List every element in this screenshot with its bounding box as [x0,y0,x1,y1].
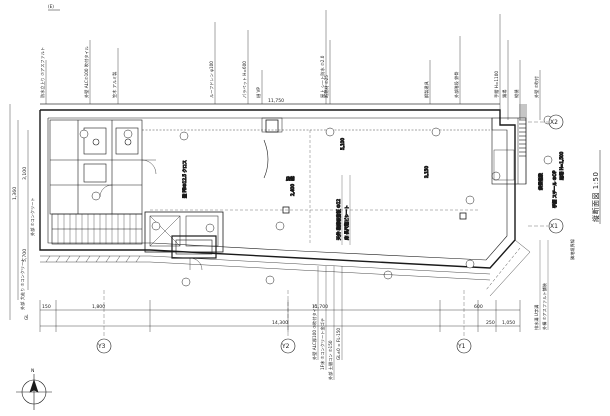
dim-1050: 1,050 [502,320,515,326]
svg-text:樋 VP: 樋 VP [255,87,262,98]
bottom-dimensions [39,300,521,332]
left-dimension-2: 3,100 [22,167,28,180]
axis-x2: X2 [528,114,564,130]
drawing-title-text: 縦断面図 1:50 [591,172,600,222]
svg-text:屋上 シート防水 ⑦2.0: 屋上 シート防水 ⑦2.0 [319,55,326,98]
top-annotations: 防水立上り ⑦アスファルト 外壁 ALC⑦100 吹付タイル 笠木 アルミ製 ル… [39,4,541,120]
svg-text:外部 ⑦コンクリート: 外部 ⑦コンクリート [29,197,36,236]
bottom-dimension-labels: 150 1,800 11,700 14,300 600 250 1,050 [42,304,515,326]
dim-11700: 11,700 [312,304,328,310]
axis-x1: X1 [528,218,564,234]
svg-text:パラペット H=600: パラペット H=600 [242,61,248,98]
svg-text:手摺 H=1100: 手摺 H=1100 [493,71,500,98]
left-annotations: 1,360 3,100 5,700 外部 ⑦コンクリート GL [9,104,36,320]
svg-text:隣地境界線: 隣地境界線 [569,238,576,260]
svg-text:GL: GL [24,314,29,320]
svg-text:(E): (E) [48,4,54,9]
axis-y2: Y2 [280,338,296,354]
right-stair: 手摺 スチール ⑦OP 踊場 H=1,500 鉄骨階段 [491,104,566,209]
dim-150: 150 [42,304,51,310]
main-room: 店舗 2,400 3,150 5,100 天井 岩綿吸音板 ⑦12 床 長尺塩ビ… [142,117,490,245]
north-arrow: N [16,368,52,410]
svg-text:踊場: 踊場 [501,89,508,98]
north-label: N [31,368,34,374]
svg-text:外部 犬走り ⑦コンクリート: 外部 犬走り ⑦コンクリート [19,258,26,310]
elevator-shaft [144,211,224,271]
room-label: 店舗 [286,175,294,182]
svg-text:X2: X2 [550,119,558,126]
svg-text:踊場 H=1,500: 踊場 H=1,500 [558,151,565,180]
svg-text:Y3: Y3 [97,343,106,350]
bottom-note-3: 外部 土間コン ⑦150 [327,340,334,380]
right-annotations: 排水溝 U字溝 外構 ⑦アスファルト舗装 隣地境界線 [533,238,576,330]
bottom-annotations: 外壁 ALC厚100 ⑦吹付タイル 1F床 ⑦コンクリート金ゴテ 外部 土間コン… [19,258,343,380]
dim-600: 600 [474,304,483,310]
axis-y1: Y1 [456,338,472,354]
svg-text:鋼製建具: 鋼製建具 [423,80,430,98]
drawing-title: 縦断面図 1:50 [591,150,601,224]
svg-text:笠木 アルミ製: 笠木 アルミ製 [111,72,118,98]
interior-dim-2: 3,150 [424,166,429,178]
dim-250: 250 [486,320,495,326]
dim-1800: 1,800 [92,304,105,310]
svg-text:外部階段 鉄骨: 外部階段 鉄骨 [453,72,460,98]
svg-text:縦樋: 縦樋 [513,89,520,98]
left-dimension-3: 5,700 [22,249,28,262]
bottom-note-2: 1F床 ⑦コンクリート金ゴテ [319,318,326,370]
svg-text:外壁 ALC⑦100 吹付タイル: 外壁 ALC⑦100 吹付タイル [83,46,90,98]
axis-y3: Y3 [96,338,112,354]
svg-text:手摺 スチール ⑦OP: 手摺 スチール ⑦OP [551,170,558,208]
svg-text:排水溝 U字溝: 排水溝 U字溝 [533,304,540,330]
svg-text:外構 ⑦アスファルト舗装: 外構 ⑦アスファルト舗装 [541,282,548,330]
svg-text:断熱材 ⑦25: 断熱材 ⑦25 [323,75,330,98]
service-core [49,119,157,245]
grid-axes: Y3 Y2 Y1 X2 X1 [96,114,564,354]
bottom-note-1: 外壁 ALC厚100 ⑦吹付タイル [311,304,318,360]
interior-dim-3: 5,100 [340,138,345,150]
svg-text:床 長尺塩ビシート: 床 長尺塩ビシート [343,205,350,240]
svg-text:壁 PB⑦12.5 クロス: 壁 PB⑦12.5 クロス [181,160,188,198]
svg-text:X1: X1 [550,223,558,230]
callout-markers [79,115,553,287]
interior-dim-1: 2,400 [290,184,295,196]
svg-text:ルーフドレン φ100: ルーフドレン φ100 [209,61,214,98]
bottom-note-4: GL±0 = FL-150 [336,328,341,360]
svg-text:Y2: Y2 [281,343,290,350]
top-dimension: 11,750 [40,98,500,105]
svg-text:Y1: Y1 [457,343,466,350]
svg-text:外壁 ⑦吹付: 外壁 ⑦吹付 [533,76,540,98]
top-dimension-label: 11,750 [268,98,284,104]
dim-14300: 14,300 [272,320,288,326]
svg-text:天井 岩綿吸音板 ⑦12: 天井 岩綿吸音板 ⑦12 [335,199,342,240]
building-outline [39,103,516,269]
foundation-strip [40,239,531,297]
svg-text:鉄骨階段: 鉄骨階段 [537,172,544,190]
svg-text:防水立上り ⑦アスファルト: 防水立上り ⑦アスファルト [39,47,46,98]
left-dimension-1: 1,360 [12,187,18,200]
